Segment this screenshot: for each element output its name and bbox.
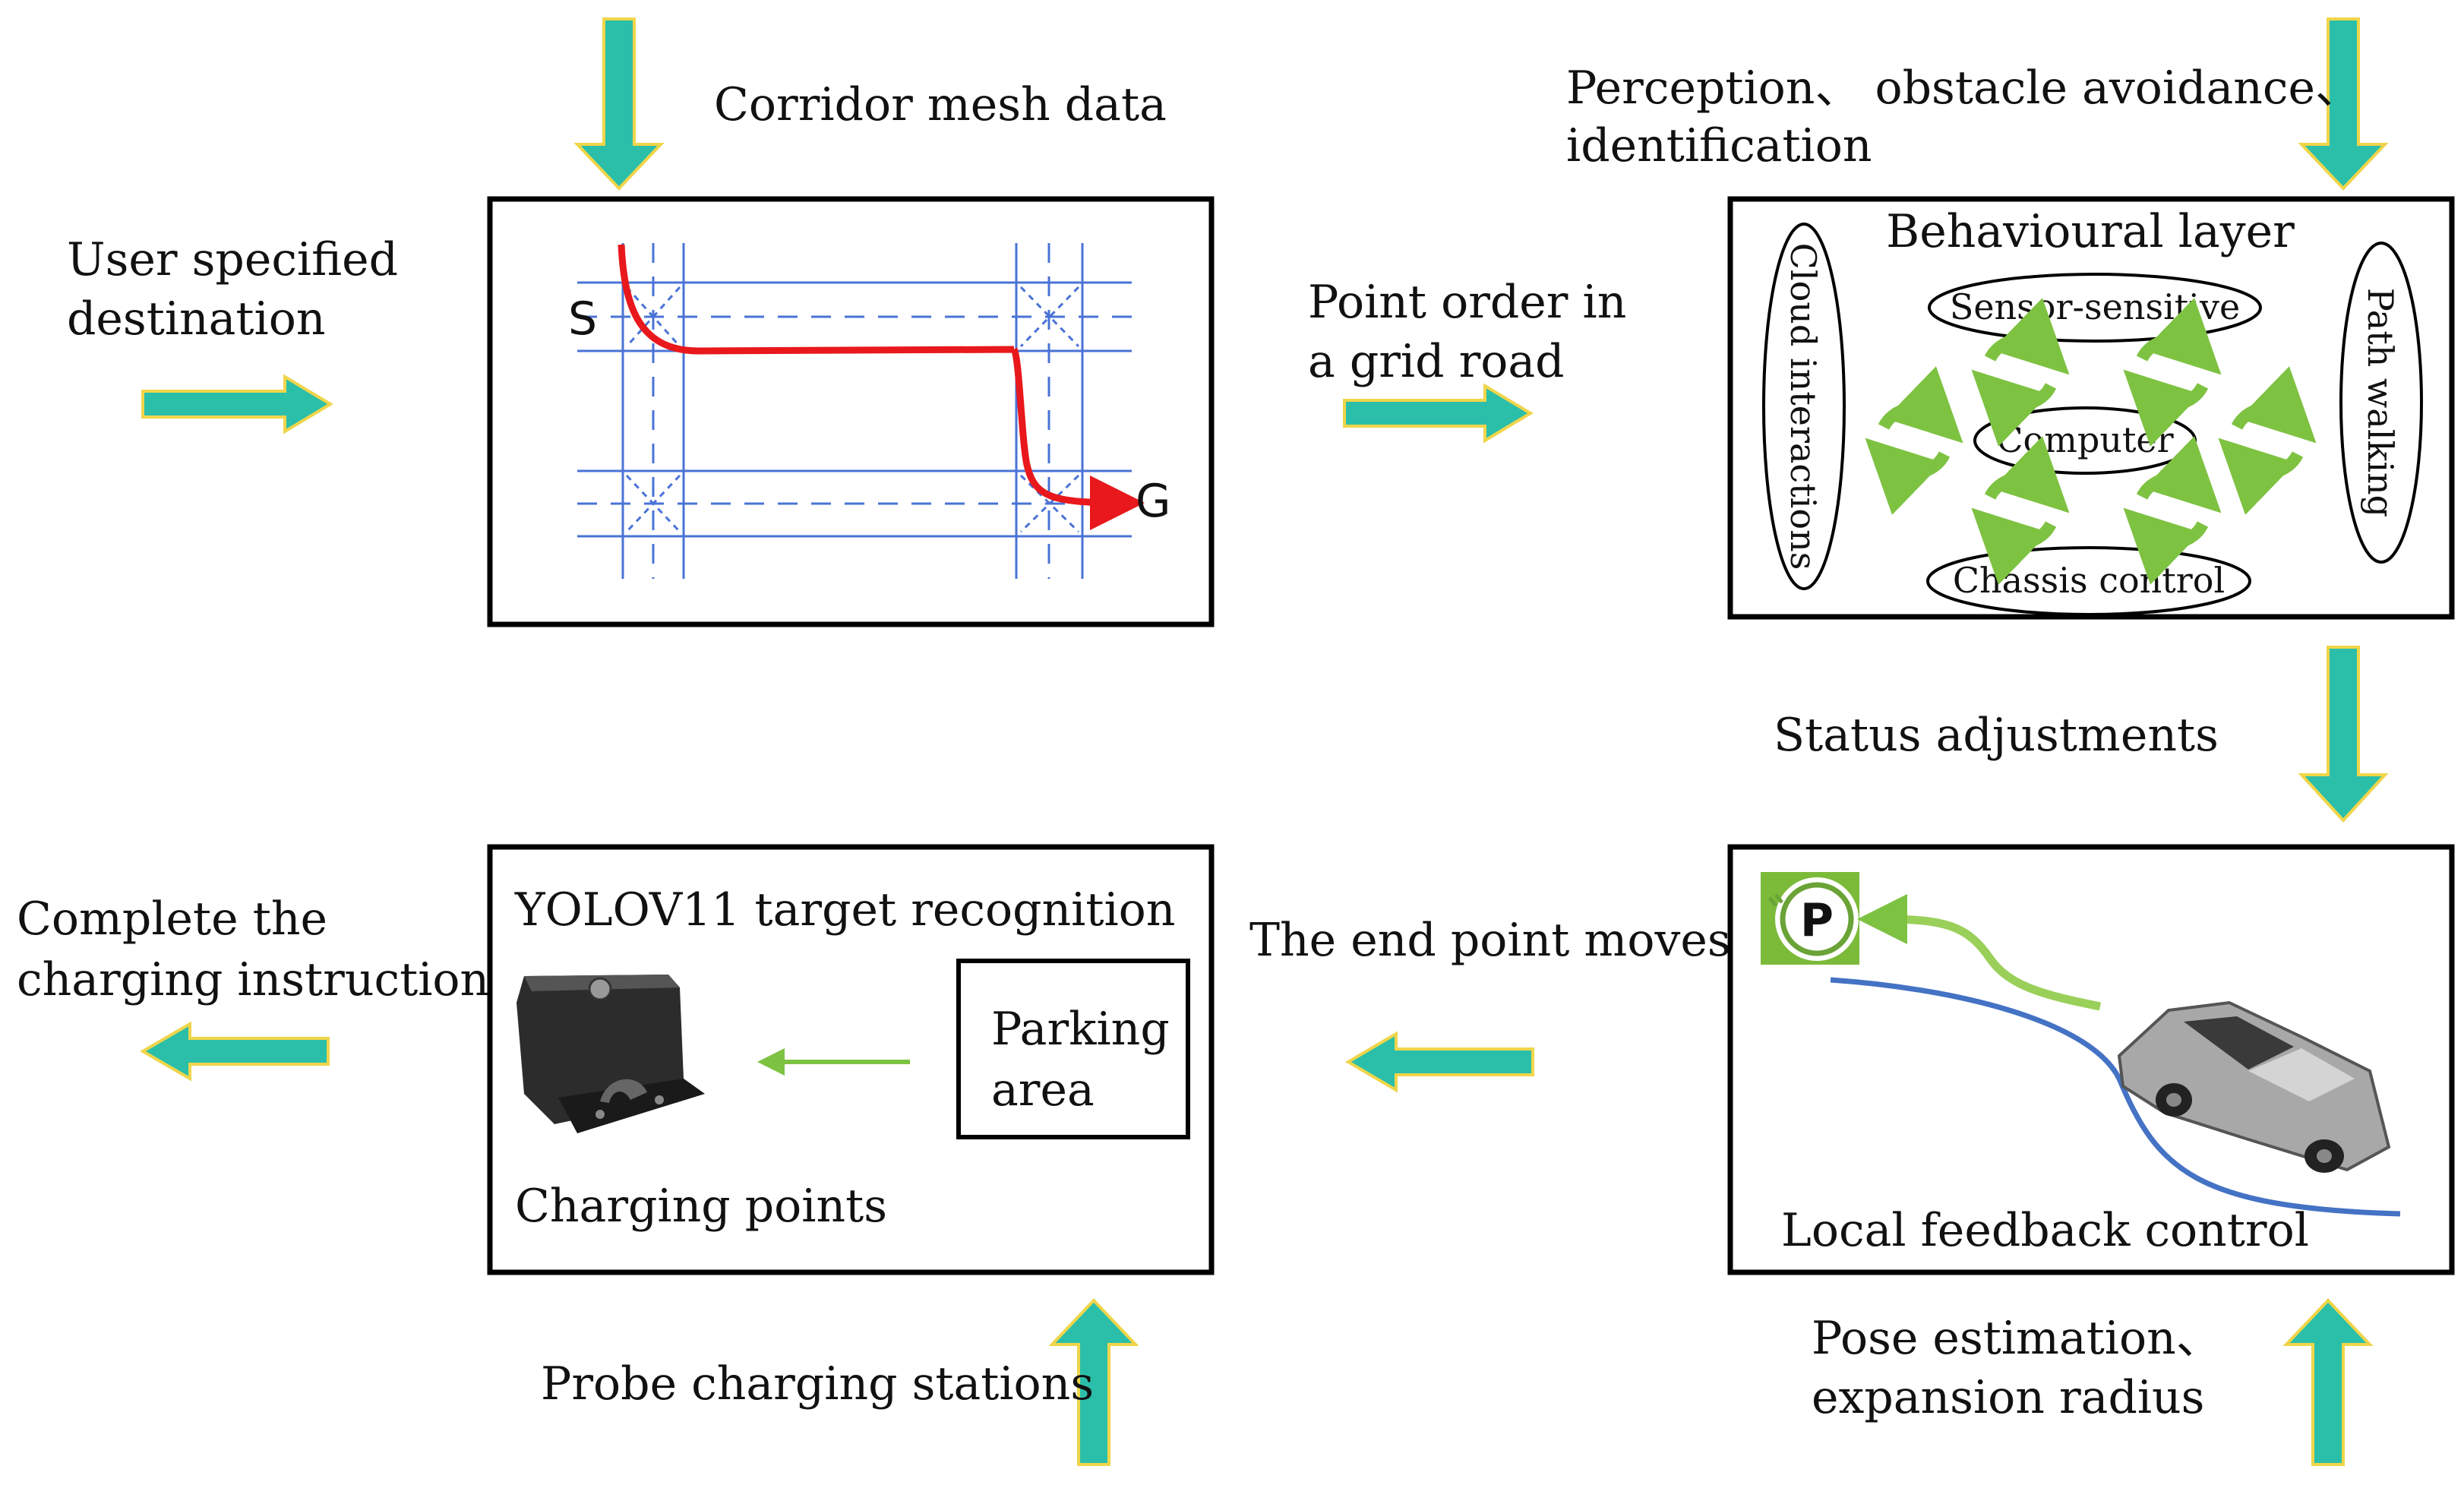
arrow-up-pose-estimation bbox=[2282, 1298, 2374, 1466]
local-feedback-box: P Local feedback control bbox=[1727, 844, 2455, 1275]
label-complete-charging-line2: charging instructions bbox=[17, 953, 513, 1006]
behavioural-layer-box: Behavioural layer Sensor-sensitive Compu… bbox=[1727, 196, 2455, 620]
label-pose-estimation-line1: Pose estimation、 bbox=[1812, 1312, 2222, 1365]
arrow-left-end-point-moves bbox=[1345, 1031, 1534, 1093]
label-perception-line1: Perception、 obstacle avoidance、 bbox=[1566, 62, 2361, 115]
behavioural-layer-title: Behavioural layer bbox=[1886, 205, 2295, 258]
arrow-down-corridor-mesh bbox=[573, 17, 665, 191]
arrow-right-user-destination bbox=[141, 374, 333, 434]
label-point-order-line1: Point order in bbox=[1308, 276, 1626, 329]
path-walking-node bbox=[2339, 242, 2423, 564]
arrow-up-probe-charging bbox=[1048, 1298, 1139, 1466]
sensor-sensitive-node bbox=[1928, 273, 2262, 343]
chassis-control-node bbox=[1926, 546, 2251, 616]
return-path-arrow bbox=[1857, 894, 2102, 1011]
cloud-interactions-node bbox=[1762, 223, 1846, 590]
expansion-radius-curve bbox=[1830, 977, 2401, 1217]
svg-text:Path walking: Path walking bbox=[2360, 288, 2401, 517]
svg-text:Sensor-sensitive: Sensor-sensitive bbox=[1950, 286, 2240, 327]
svg-text:Chassis control: Chassis control bbox=[1953, 560, 2225, 601]
parking-area-line2: area bbox=[991, 1063, 1095, 1117]
parking-sign-icon: P bbox=[1761, 872, 1859, 965]
svg-text:Cloud interactions: Cloud interactions bbox=[1783, 243, 1824, 570]
label-pose-estimation-line2: expansion radius bbox=[1812, 1371, 2204, 1424]
label-perception-line2: identification bbox=[1566, 119, 1872, 172]
label-user-destination-line1: User specified bbox=[67, 233, 398, 286]
goal-marker: G bbox=[1136, 475, 1171, 528]
car-icon bbox=[2117, 1000, 2391, 1173]
grid-road-box: S G bbox=[487, 196, 1215, 627]
target-recognition-box: YOLOV11 target recognition Parking area … bbox=[487, 844, 1215, 1275]
arrow-down-perception bbox=[2298, 17, 2389, 191]
label-corridor-mesh-data: Corridor mesh data bbox=[714, 78, 1167, 131]
label-complete-charging-line1: Complete the bbox=[17, 893, 327, 946]
arrow-right-point-order bbox=[1343, 383, 1534, 444]
label-point-order-line2: a grid road bbox=[1308, 335, 1565, 388]
parking-area-box bbox=[956, 959, 1190, 1139]
charging-dock-icon bbox=[516, 975, 705, 1133]
svg-text:P: P bbox=[1800, 894, 1834, 947]
arrow-left-complete-charging bbox=[140, 1021, 330, 1082]
local-feedback-title: Local feedback control bbox=[1781, 1204, 2309, 1257]
label-probe-charging-stations: Probe charging stations bbox=[541, 1357, 1094, 1411]
charging-points-label: Charging points bbox=[515, 1180, 887, 1233]
label-status-adjustments: Status adjustments bbox=[1774, 709, 2219, 762]
computer-node bbox=[1973, 406, 2197, 475]
label-user-destination-line2: destination bbox=[67, 292, 326, 346]
arrow-down-status-adjustments bbox=[2298, 646, 2389, 823]
planned-path bbox=[618, 244, 1124, 503]
parking-area-line1: Parking bbox=[991, 1003, 1170, 1056]
target-recognition-title: YOLOV11 target recognition bbox=[514, 883, 1175, 937]
svg-text:Computer: Computer bbox=[1996, 419, 2173, 460]
start-marker: S bbox=[568, 292, 597, 346]
label-end-point-moves: The end point moves bbox=[1249, 914, 1731, 967]
